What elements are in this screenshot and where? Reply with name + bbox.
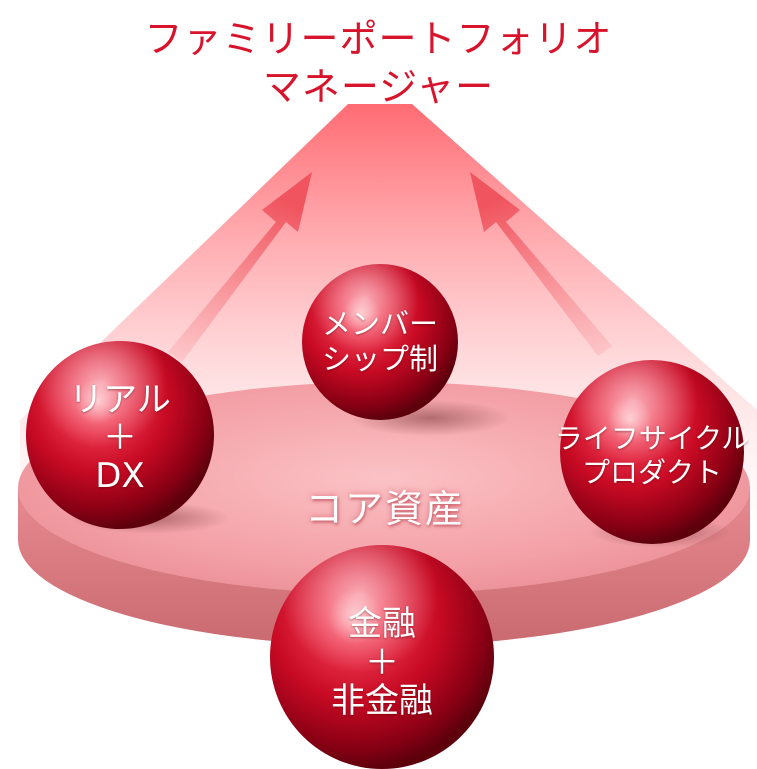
sphere-real-dx	[26, 341, 214, 529]
lifecycle-label-line-2: プロダクト	[581, 456, 722, 489]
sphere-lifecycle	[560, 360, 744, 544]
real-dx-label-line-1: リアル	[69, 379, 171, 420]
sphere-membership	[302, 264, 458, 420]
membership-label: メンバー シップ制	[302, 300, 458, 384]
core-assets-label: コア資産	[304, 487, 465, 531]
finance-label-line-2: ＋	[365, 642, 399, 683]
membership-label-line-2: シップ制	[321, 342, 438, 376]
lifecycle-label-line-1: ライフサイクル	[554, 421, 750, 455]
arrow-up-right-icon	[470, 172, 612, 356]
real-dx-label-line-3: DX	[95, 456, 145, 497]
lifecycle-label: ライフサイクル プロダクト	[552, 418, 752, 494]
arrow-up-left-icon	[168, 172, 312, 362]
finance-label-line-1: 金融	[348, 603, 416, 644]
membership-label-line-1: メンバー	[321, 306, 438, 341]
diagram-title-line-2: マネージャー	[262, 65, 495, 109]
finance-label: 金融 ＋ 非金融	[292, 598, 472, 728]
real-dx-label-line-2: ＋	[103, 417, 137, 458]
real-dx-label: リアル ＋ DX	[30, 378, 210, 498]
finance-label-line-3: 非金融	[331, 681, 433, 722]
sphere-finance	[270, 545, 494, 769]
diagram-title-line-1: ファミリーポートフォリオ	[144, 17, 613, 61]
